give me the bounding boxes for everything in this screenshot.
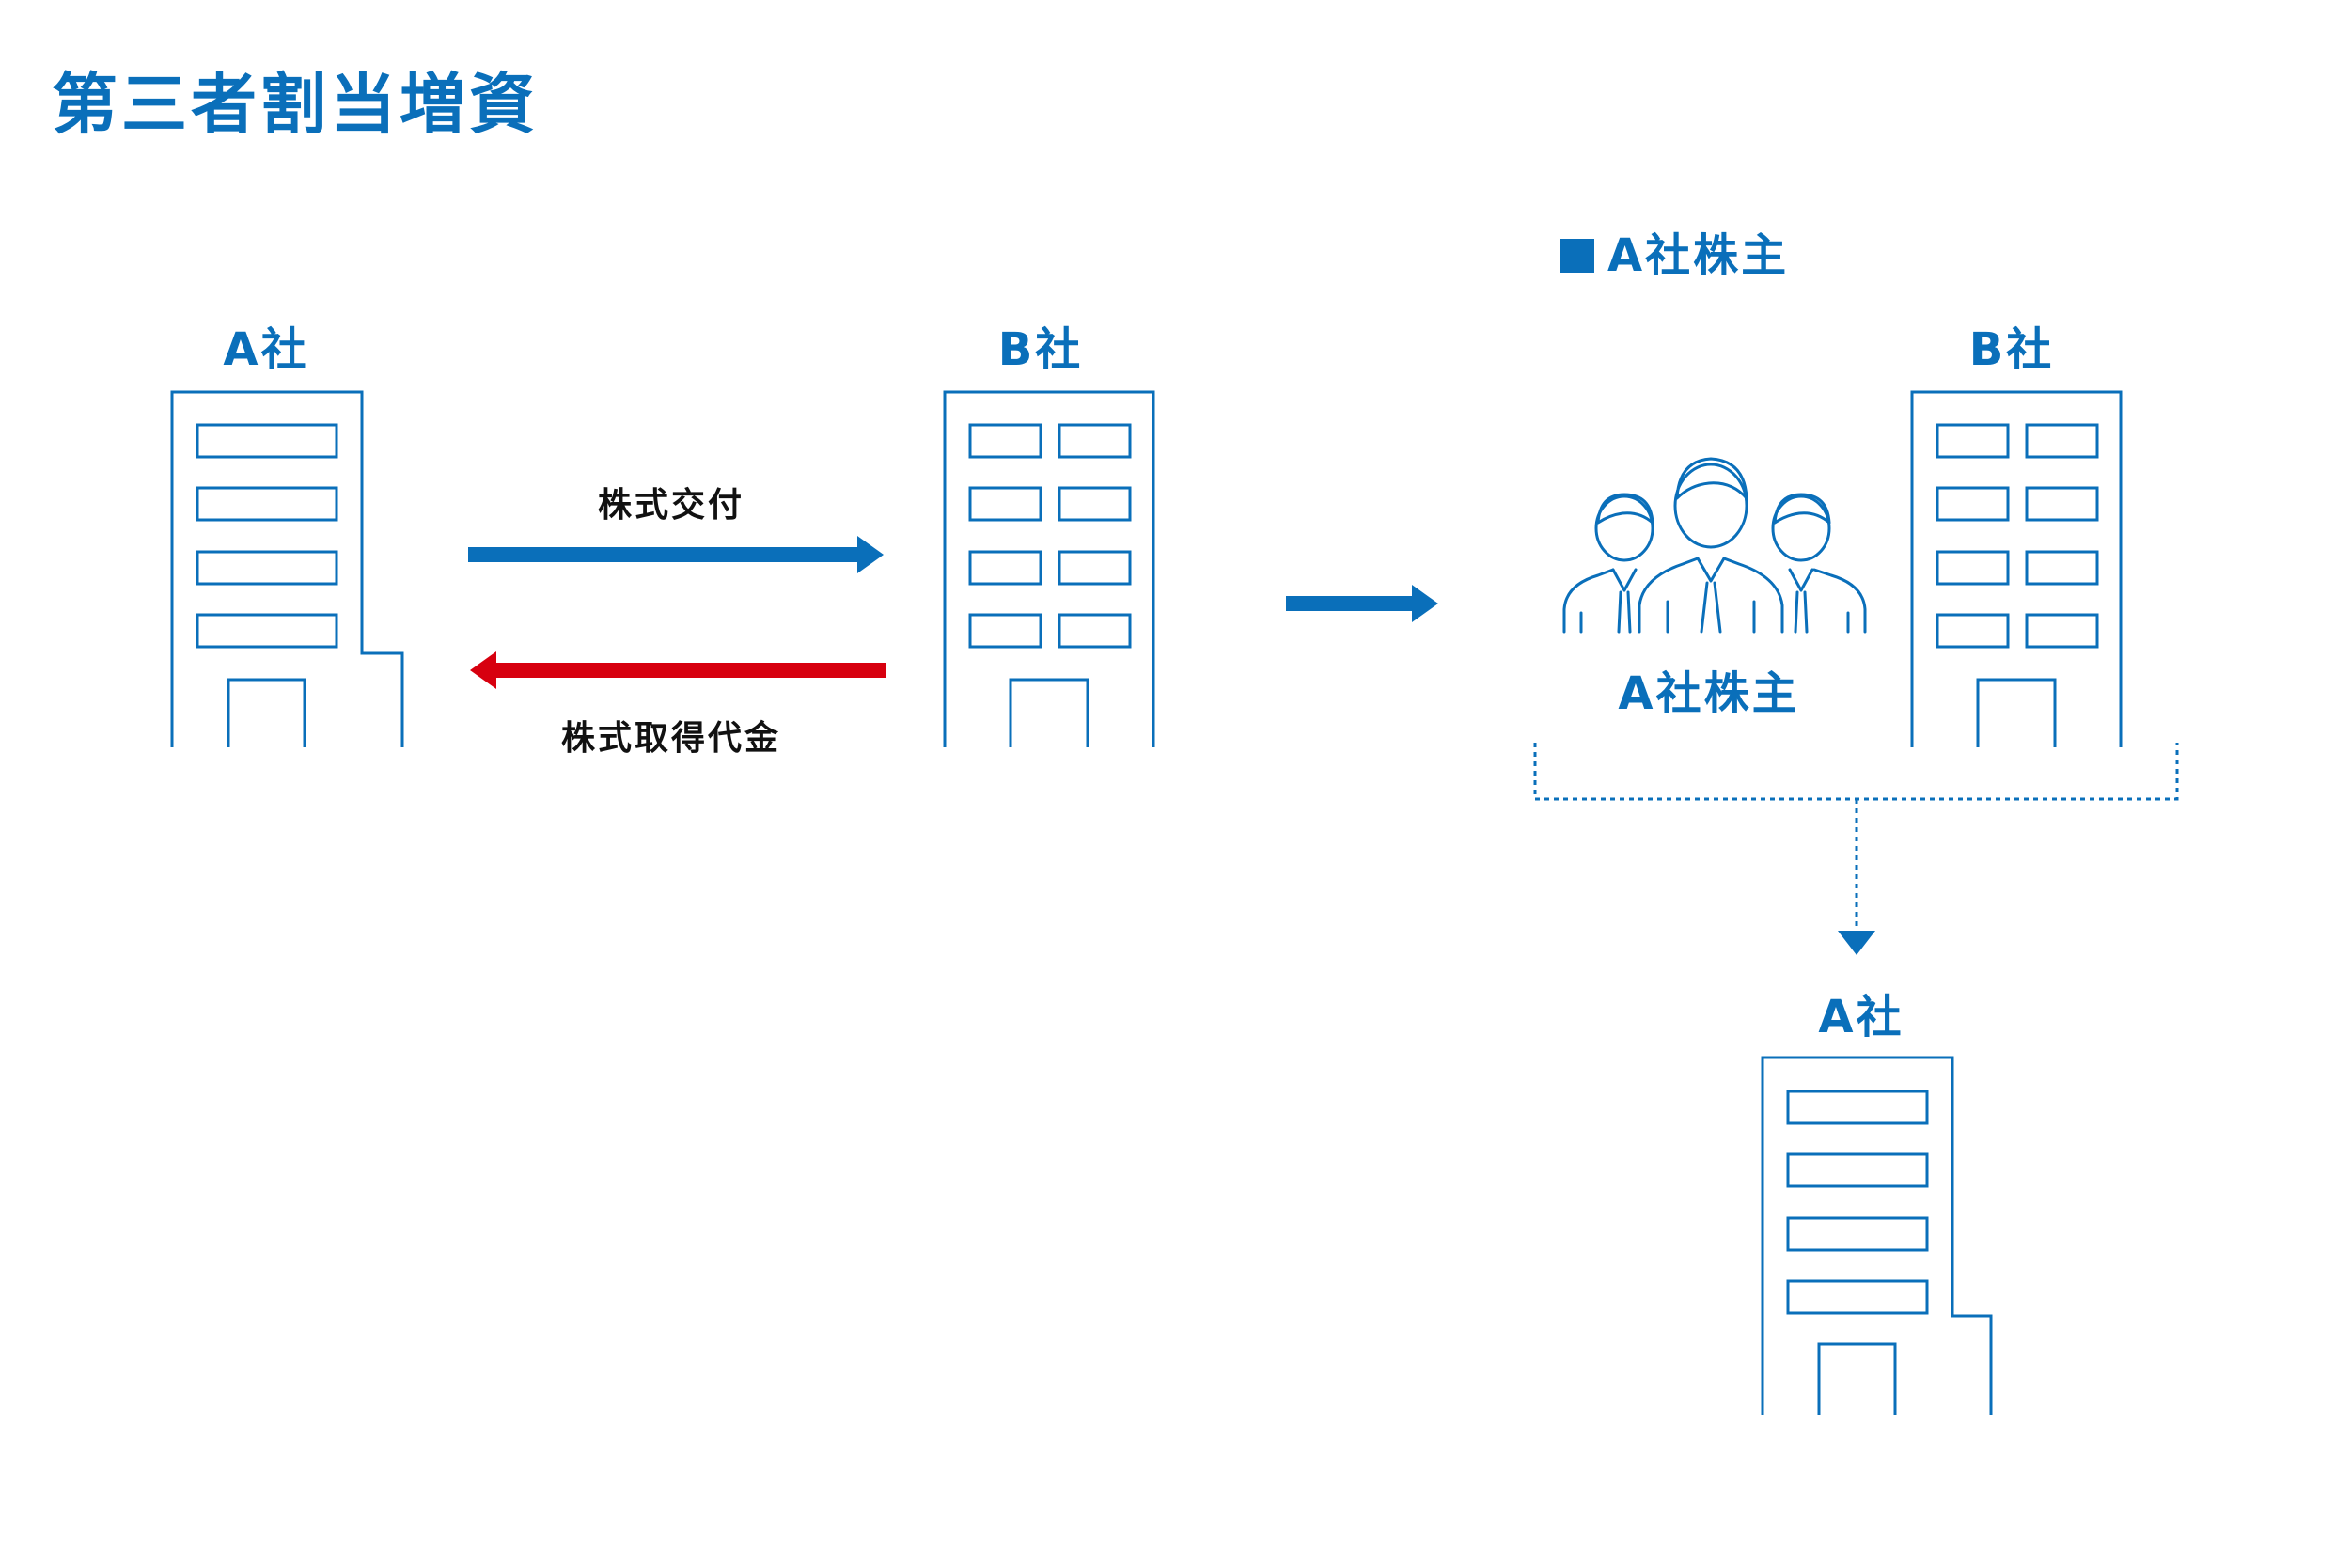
stock-delivery-arrow [468,536,884,573]
building-icon [1761,1056,1993,1415]
company-b-label: B社 [997,323,1084,376]
company-a-bottom-label: A社 [1818,991,1904,1043]
transition-arrow [1286,585,1438,622]
bracket-arrowhead [1838,931,1875,955]
legend-square-icon [1560,239,1594,273]
building-icon [170,390,404,747]
shareholders-label: A社株主 [1618,667,1800,720]
company-a-label: A社 [223,323,309,376]
building-icon [1910,390,2123,747]
page-title: 第三者割当増資 [52,66,539,143]
legend-label: A社株主 [1607,229,1790,282]
ownership-bracket [1533,743,2179,926]
company-b-right-label: B社 [1968,323,2055,376]
stock-payment-label: 株式取得代金 [560,719,782,758]
stock-delivery-label: 株式交付 [597,486,745,525]
stock-payment-arrow [470,651,886,689]
building-icon [943,390,1155,747]
people-icon [1562,457,1867,634]
legend: A社株主 [1560,218,1789,284]
